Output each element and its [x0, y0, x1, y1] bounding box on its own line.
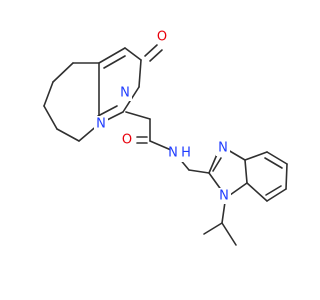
- atom-o-ketone: O: [155, 28, 169, 45]
- atom-nh-n-label: N: [168, 146, 178, 161]
- atom-n-ring-b-label: N: [96, 117, 106, 132]
- cycloheptane-ring: [43, 62, 100, 142]
- atom-o-amide: O: [120, 132, 134, 148]
- molecule-drawing: O N N O N H N N: [43, 28, 288, 246]
- atom-o-amide-label: O: [122, 133, 132, 148]
- atom-n-ring-a-label: N: [120, 86, 130, 101]
- atom-n-ring-a: N: [118, 85, 132, 101]
- atom-n-imidazole-3: N: [216, 140, 230, 156]
- atom-n-imidazole-3-label: N: [218, 141, 228, 156]
- acetamide-linker: [125, 111, 210, 174]
- atom-nh-amide: N H: [168, 144, 194, 162]
- atom-n-ring-b: N: [94, 116, 108, 132]
- atom-nh-h-label: H: [181, 146, 191, 161]
- isopropyl-group: [203, 201, 237, 246]
- molecule-canvas: O N N O N H N N: [43, 28, 288, 246]
- atom-o-ketone-label: O: [157, 30, 167, 45]
- atom-n-imidazole-1-label: N: [219, 189, 229, 204]
- atom-n-imidazole-1: N: [217, 188, 231, 204]
- benzimidazole-ring: [208, 149, 288, 202]
- pyridazinone-ring: [97, 44, 163, 125]
